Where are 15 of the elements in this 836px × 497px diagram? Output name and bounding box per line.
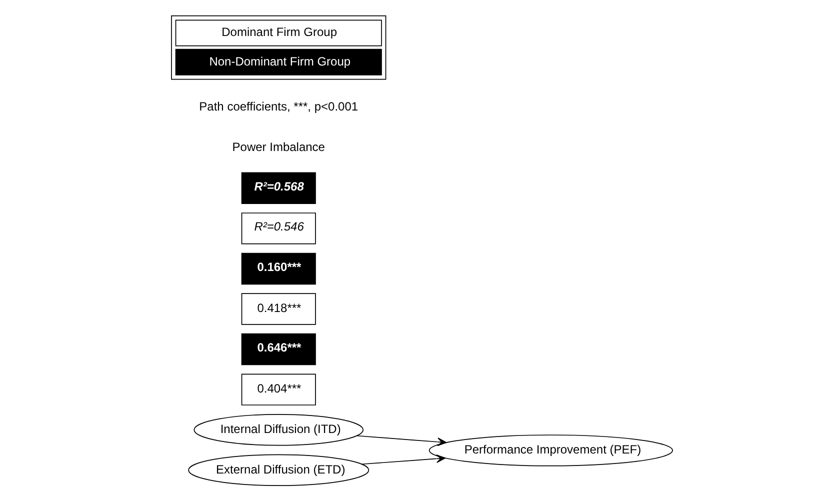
node-box: 0.160*** [240,252,316,284]
label: Power Imbalance [232,140,324,154]
node-ellipse: Performance Improvement (PEF) [428,434,672,466]
node-ellipse: Internal Diffusion (ITD) [193,414,364,446]
node-box: 0.418*** [240,292,316,324]
arrow [356,434,446,446]
node-box: R²=0.546 [240,212,316,244]
arrow [361,454,446,464]
legend-label: Non-Dominant Firm Group [208,54,350,68]
legend-label: Dominant Firm Group [221,24,336,39]
node-box: 0.646*** [240,332,316,365]
node-ellipse: External Diffusion (ETD) [188,454,369,486]
node-box: R²=0.568 [240,172,316,204]
node-box: 0.404*** [240,373,316,405]
label: Path coefficients, ***, p<0.001 [198,99,358,114]
